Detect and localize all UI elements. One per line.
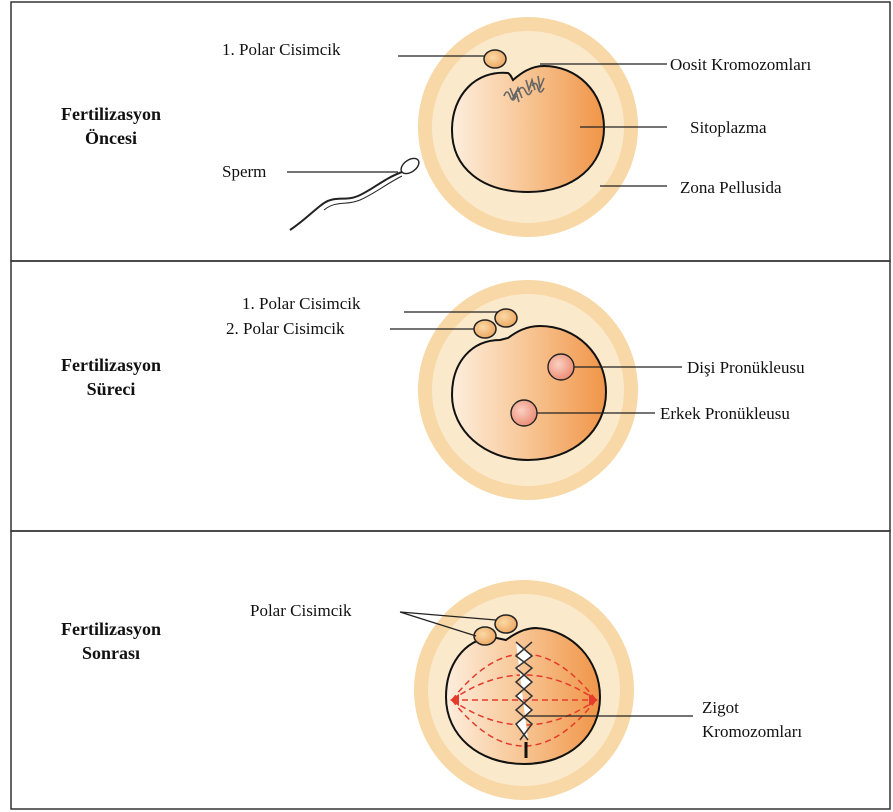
- polar-body-1: [495, 309, 517, 327]
- label-polar-body-2: 2. Polar Cisimcik: [226, 319, 345, 338]
- panel-before: Fertilizasyon Öncesi 1. Polar Cisimcik O…: [61, 17, 811, 237]
- label-polar-bodies: Polar Cisimcik: [250, 601, 352, 620]
- stage-title-line2: Sonrası: [82, 643, 140, 663]
- polar-body-1: [484, 50, 506, 68]
- panel-after: Fertilizasyon Sonrası Polar Cisimcik Zig…: [61, 580, 802, 800]
- polar-body-2: [474, 320, 496, 338]
- label-oocyte-chromosomes: Oosit Kromozomları: [670, 55, 811, 74]
- label-female-pronucleus: Dişi Pronükleusu: [687, 358, 805, 377]
- female-pronucleus: [548, 354, 574, 380]
- label-male-pronucleus: Erkek Pronükleusu: [660, 404, 790, 423]
- polar-body: [495, 615, 517, 633]
- stage-title-line1: Fertilizasyon: [61, 104, 161, 124]
- stage-title-line1: Fertilizasyon: [61, 355, 161, 375]
- polar-body: [474, 627, 496, 645]
- label-zygote-line2: Kromozomları: [702, 722, 802, 741]
- label-sperm: Sperm: [222, 162, 266, 181]
- label-zona-pellucida: Zona Pellusida: [680, 178, 782, 197]
- label-polar-body-1: 1. Polar Cisimcik: [222, 40, 341, 59]
- sperm: [290, 155, 422, 230]
- oocyte-cytoplasm: [452, 326, 606, 460]
- stage-title-line2: Süreci: [87, 379, 136, 399]
- panel-during: Fertilizasyon Süreci 1. Polar Cisimcik 2…: [61, 280, 805, 500]
- label-polar-body-1: 1. Polar Cisimcik: [242, 294, 361, 313]
- stage-title-line1: Fertilizasyon: [61, 619, 161, 639]
- male-pronucleus: [511, 400, 537, 426]
- stage-title-line2: Öncesi: [85, 128, 137, 148]
- label-zygote-line1: Zigot: [702, 698, 739, 717]
- label-cytoplasm: Sitoplazma: [690, 118, 767, 137]
